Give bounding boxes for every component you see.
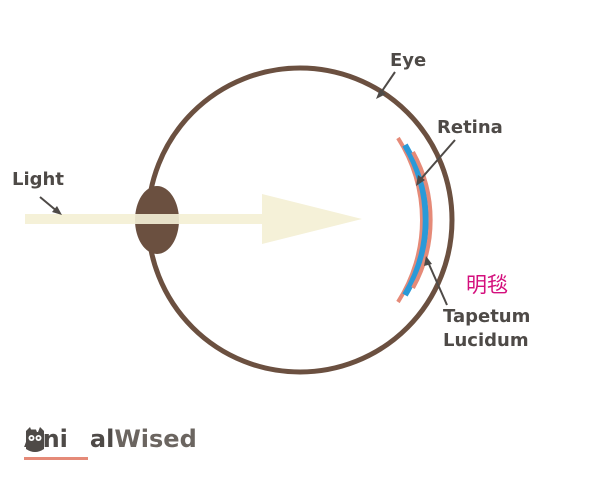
eye-label: Eye xyxy=(390,50,427,71)
light-label: Light xyxy=(12,169,64,190)
logo-text-wised: Wised xyxy=(114,425,197,453)
retina-pointer-arrow xyxy=(416,139,456,186)
light-beam-through-lens xyxy=(130,214,190,224)
tapetum-label-line2: Lucidum xyxy=(443,330,529,351)
retina-label: Retina xyxy=(437,117,503,138)
logo-underline xyxy=(24,457,88,460)
animalwised-logo: Ani alWised xyxy=(24,425,197,465)
logo-text-al: al xyxy=(89,425,115,453)
eye-pointer-arrow xyxy=(376,71,396,99)
tapetum-label-line1: Tapetum xyxy=(443,306,531,327)
tapetum-pointer-arrow xyxy=(424,256,448,306)
light-pointer-arrow xyxy=(39,196,62,215)
owl-cat-icon xyxy=(26,425,90,453)
inner-retina-layer xyxy=(411,151,433,289)
light-beam-arrow xyxy=(25,194,362,244)
tapetum-lucidum-layer xyxy=(402,143,429,297)
tapetum-chinese-label: 明毯 xyxy=(466,273,508,297)
